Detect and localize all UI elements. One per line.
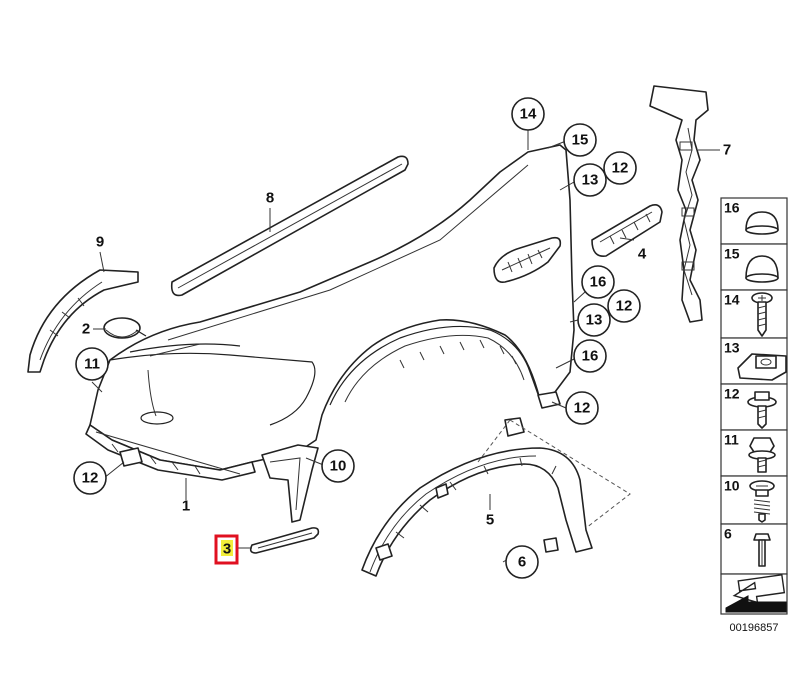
callout-12-middle: 12	[607, 289, 641, 323]
svg-text:10: 10	[724, 477, 740, 493]
part-9-arch-trim	[27, 269, 139, 373]
svg-text:13: 13	[582, 172, 599, 189]
svg-text:6: 6	[518, 554, 526, 571]
washer-screw-icon	[747, 391, 777, 429]
part-5-wheel-arch-trim	[361, 447, 593, 577]
callout-12-right: 12	[565, 391, 599, 425]
legend-row-16: 16	[720, 197, 788, 245]
legend-row-14: 14	[720, 289, 788, 339]
drawing-number: 00196857	[730, 622, 779, 634]
label-5: 5	[486, 512, 494, 529]
legend-row-11: 11	[720, 429, 788, 477]
svg-text:14: 14	[520, 106, 537, 123]
hex-bolt-icon	[748, 437, 776, 473]
svg-text:16: 16	[582, 348, 599, 365]
callout-11: 11	[75, 347, 109, 381]
svg-text:16: 16	[724, 199, 740, 215]
fastener-legend: 16 15 14	[720, 197, 788, 615]
callout-13-upper: 13	[573, 163, 607, 197]
legend-row-15: 15	[720, 243, 788, 291]
rubber-cap-icon	[745, 211, 779, 235]
legend-row-6: 6	[720, 523, 788, 575]
part-8-trim-strip	[170, 155, 409, 297]
legend-row-12: 12	[720, 383, 788, 431]
assembly-line-b	[477, 419, 511, 463]
svg-text:12: 12	[574, 400, 591, 417]
part-2-cap	[103, 317, 147, 339]
callout-16-upper: 16	[581, 265, 615, 299]
part-4-side-marker	[591, 204, 663, 257]
svg-text:11: 11	[724, 431, 739, 447]
label-8: 8	[266, 190, 274, 207]
rivet-icon	[753, 533, 771, 567]
part-1-fender	[85, 144, 575, 523]
direction-arrow-icon	[725, 574, 787, 613]
legend-row-13: 13	[720, 337, 788, 385]
callout-6: 6	[505, 545, 539, 579]
svg-text:3: 3	[223, 541, 231, 558]
label-7: 7	[723, 142, 731, 159]
leader-lines	[91, 130, 720, 563]
assembly-line-a	[509, 419, 631, 529]
dome-cap-icon	[745, 255, 779, 283]
callout-12-upper: 12	[603, 151, 637, 185]
svg-text:12: 12	[724, 385, 740, 401]
clip-nut-icon	[737, 353, 787, 381]
part-3-trim-piece	[249, 527, 320, 554]
callout-12-left: 12	[73, 461, 107, 495]
svg-text:11: 11	[84, 356, 100, 373]
highlighted-label-3: 3	[214, 534, 239, 565]
svg-text:12: 12	[82, 470, 99, 487]
svg-text:14: 14	[724, 291, 740, 307]
legend-row-10: 10	[720, 475, 788, 525]
callout-15: 15	[563, 123, 597, 157]
svg-text:6: 6	[724, 525, 732, 541]
callout-13-lower: 13	[577, 303, 611, 337]
label-9: 9	[96, 234, 104, 251]
legend-row-arrow	[720, 573, 788, 615]
svg-text:16: 16	[590, 274, 607, 291]
svg-text:10: 10	[330, 458, 347, 475]
callout-10: 10	[321, 449, 355, 483]
svg-text:15: 15	[724, 245, 740, 261]
spring-screw-icon	[749, 480, 775, 523]
callout-14: 14	[511, 97, 545, 131]
screw-icon	[751, 292, 773, 337]
svg-text:13: 13	[586, 312, 603, 329]
svg-text:13: 13	[724, 339, 740, 355]
svg-text:12: 12	[616, 298, 633, 315]
label-4: 4	[638, 246, 647, 263]
label-1: 1	[182, 498, 190, 515]
svg-text:12: 12	[612, 160, 629, 177]
svg-text:15: 15	[572, 132, 589, 149]
label-2: 2	[82, 321, 90, 338]
callout-16-lower: 16	[573, 339, 607, 373]
part-7-bracket	[649, 85, 709, 323]
